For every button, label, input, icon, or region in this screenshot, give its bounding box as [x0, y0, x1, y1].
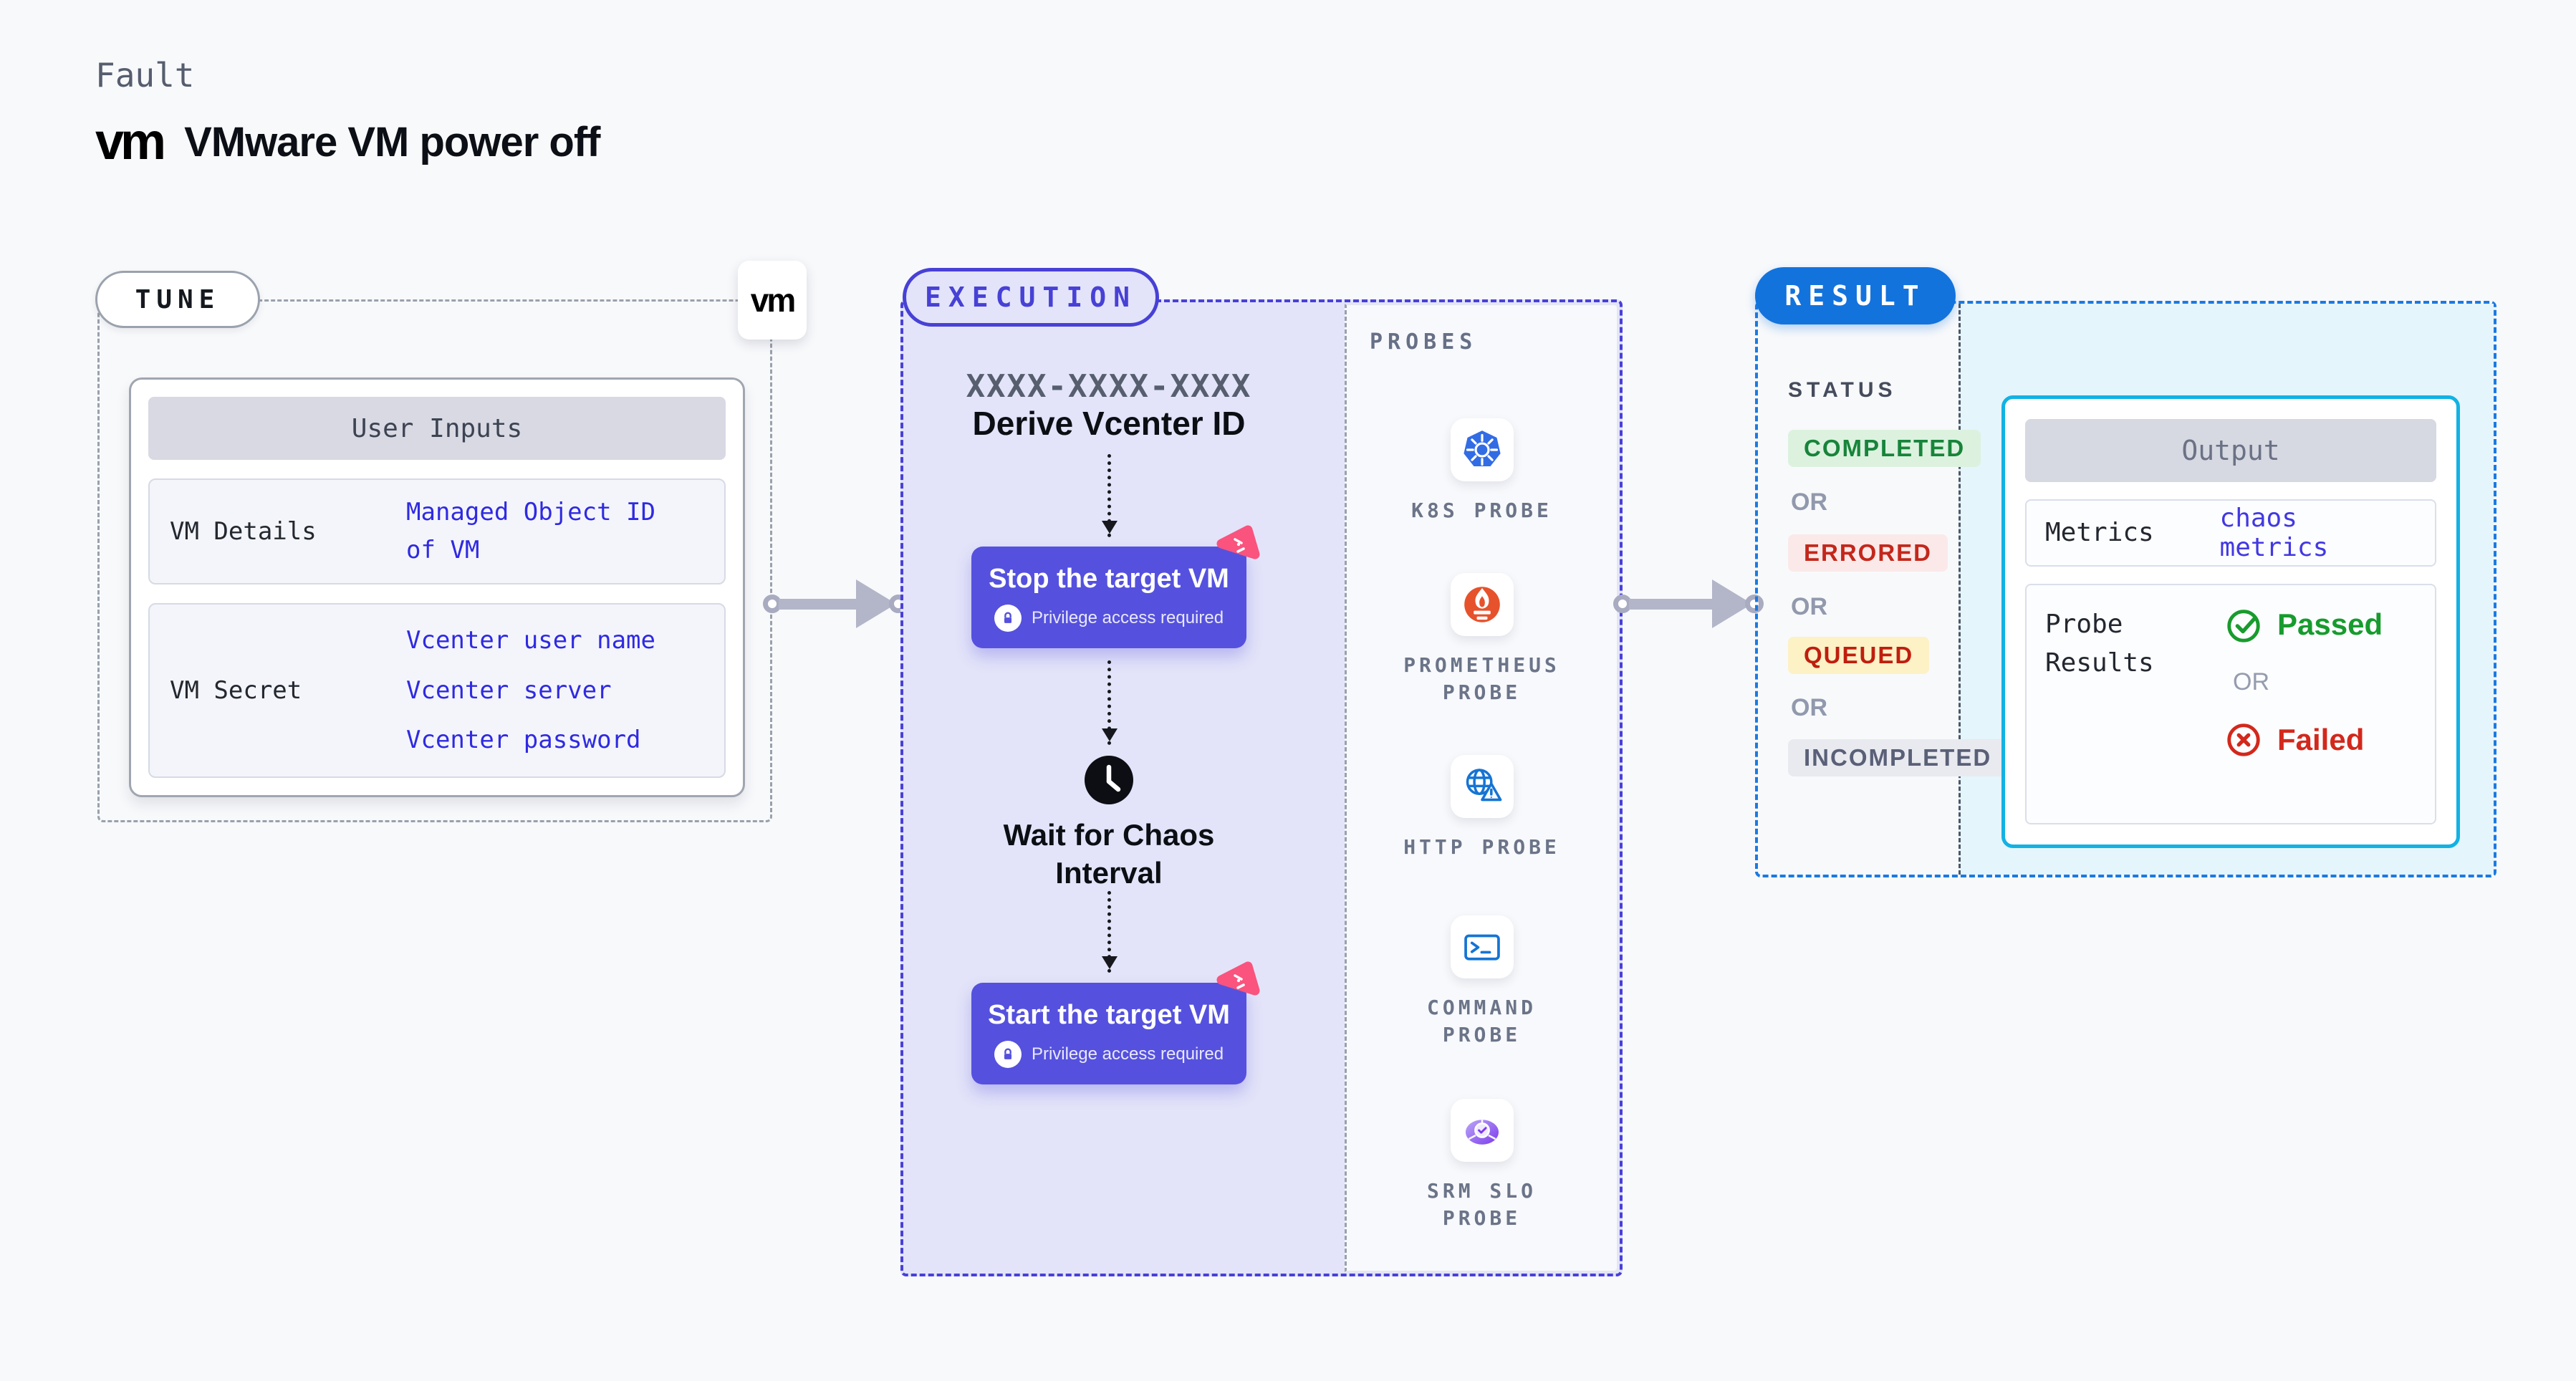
- fault-kicker: Fault: [95, 56, 195, 95]
- status-label: STATUS: [1788, 378, 1897, 402]
- vm-secret-value: Vcenter password: [406, 726, 641, 755]
- status-output-divider: [1959, 304, 1961, 875]
- table-row: VM Details Managed Object ID of VM: [148, 478, 726, 584]
- metrics-row: Metrics chaos metrics: [2025, 499, 2436, 567]
- page-header: vm VMware VM power off: [95, 116, 600, 168]
- lock-icon: [994, 1040, 1022, 1068]
- output-header: Output: [2025, 419, 2436, 482]
- arrow-tune-to-execution-icon: [763, 578, 908, 630]
- stop-target-vm-title: Stop the target VM: [989, 563, 1229, 594]
- start-target-vm-step: Start the target VM Privilege access req…: [971, 961, 1260, 1084]
- privilege-note: Privilege access required: [994, 1040, 1224, 1068]
- litmus-chaos-icon: [1216, 961, 1260, 996]
- check-circle-icon: [2227, 610, 2260, 643]
- result-section: STATUS COMPLETED OR ERRORED OR QUEUED OR…: [1755, 301, 2496, 877]
- prometheus-icon: [1450, 573, 1514, 636]
- execution-badge: EXECUTION: [903, 268, 1159, 327]
- status-badge-incompleted: INCOMPLETED: [1788, 739, 2008, 776]
- status-badge-completed: COMPLETED: [1788, 430, 1981, 467]
- tune-section: [97, 299, 772, 822]
- kubernetes-icon: [1450, 418, 1514, 481]
- vm-secret-label: VM Secret: [170, 676, 302, 705]
- execution-section: PROBES K8S PROBE: [900, 299, 1623, 1276]
- srm-slo-icon: [1450, 1099, 1514, 1162]
- result-badge: RESULT: [1755, 267, 1956, 324]
- list-item-prometheus-probe: PROMETHEUS PROBE: [1347, 573, 1617, 706]
- user-inputs-header: User Inputs: [148, 397, 726, 460]
- wait-for-chaos-interval-label: Wait for Chaos Interval: [1003, 818, 1215, 890]
- vmware-badge-icon: vm: [738, 261, 807, 340]
- output-card: Output Metrics chaos metrics Probe Resul…: [2001, 395, 2460, 848]
- status-badge-queued: QUEUED: [1788, 637, 1930, 674]
- stop-target-vm-step: Stop the target VM Privilege access requ…: [971, 525, 1260, 648]
- probe-results-label: Probe Results: [2045, 610, 2154, 678]
- vm-details-value: Managed Object ID of VM: [406, 498, 655, 564]
- start-target-vm-title: Start the target VM: [988, 999, 1230, 1030]
- litmus-chaos-icon: [1216, 525, 1260, 559]
- vmware-logo: vm: [95, 113, 166, 170]
- arrow-down-icon: [1102, 454, 1118, 537]
- probes-panel: PROBES K8S PROBE: [1345, 304, 1618, 1272]
- table-row: VM Secret Vcenter user name Vcenter serv…: [148, 603, 726, 778]
- list-item-k8s-probe: K8S PROBE: [1347, 418, 1617, 524]
- privilege-note: Privilege access required: [994, 604, 1224, 632]
- status-badge-errored: ERRORED: [1788, 534, 1948, 572]
- derive-vcenter-id-code: XXXX-XXXX-XXXX: [966, 368, 1252, 405]
- metrics-value: chaos metrics: [2219, 504, 2329, 562]
- arrow-down-icon: [1102, 660, 1118, 745]
- metrics-label: Metrics: [2045, 518, 2154, 547]
- http-globe-icon: [1450, 755, 1514, 818]
- x-circle-icon: [2227, 723, 2260, 756]
- connector-dot-icon: [1745, 595, 1764, 613]
- clock-icon: [1082, 754, 1135, 807]
- probe-result-passed: Passed: [2224, 605, 2383, 644]
- probe-results-row: Probe Results Passed OR: [2025, 584, 2436, 824]
- list-item-srm-slo-probe: SRM SLO PROBE: [1347, 1099, 1617, 1232]
- command-terminal-icon: [1450, 915, 1514, 978]
- user-inputs-card: User Inputs VM Details Managed Object ID…: [129, 377, 745, 797]
- or-label: OR: [1791, 489, 1827, 516]
- vm-details-label: VM Details: [170, 517, 317, 546]
- probe-result-failed: Failed: [2224, 721, 2383, 759]
- or-label: OR: [1791, 694, 1827, 721]
- probes-label: PROBES: [1370, 329, 1478, 355]
- vm-secret-value: Vcenter user name: [406, 626, 655, 655]
- or-label: OR: [1791, 593, 1827, 620]
- tune-badge: TUNE: [95, 271, 260, 328]
- derive-vcenter-id-label: Derive Vcenter ID: [972, 405, 1246, 442]
- list-item-command-probe: COMMAND PROBE: [1347, 915, 1617, 1049]
- page-title: VMware VM power off: [184, 118, 600, 165]
- lock-icon: [994, 604, 1022, 632]
- list-item-http-probe: HTTP PROBE: [1347, 755, 1617, 861]
- arrow-execution-to-result-icon: [1613, 578, 1764, 630]
- arrow-down-icon: [1102, 891, 1118, 973]
- vm-secret-value: Vcenter server: [406, 675, 612, 705]
- or-label: OR: [2233, 668, 2269, 696]
